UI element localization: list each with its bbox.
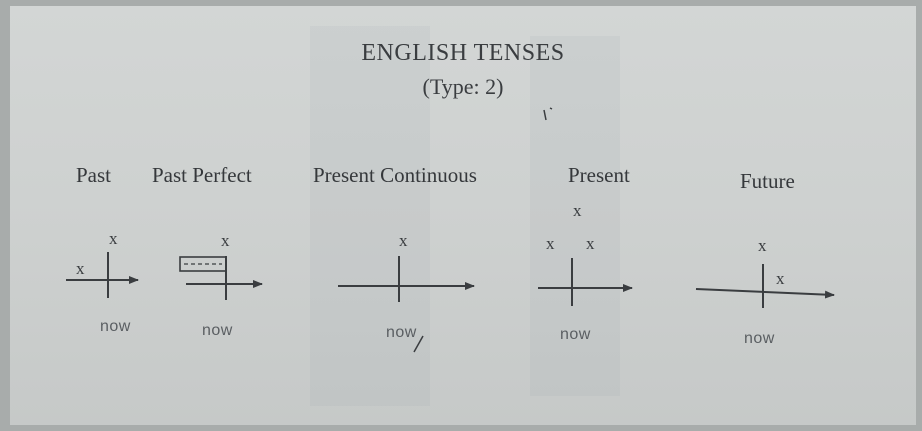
pen-scribble (543, 107, 553, 121)
tense-mark-x: x (546, 234, 555, 253)
timeline-future: x x (695, 236, 835, 308)
timeline-arrow (695, 288, 835, 299)
tense-mark-x: x (221, 231, 230, 250)
timeline-past: x x (66, 229, 139, 298)
tense-mark-x: x (776, 269, 785, 288)
now-label-present-continuous: now (386, 324, 417, 341)
tense-mark-x: x (573, 201, 582, 220)
timeline-present: x x x (538, 201, 633, 306)
document-page: ENGLISH TENSES (Type: 2) Past Past Perfe… (10, 6, 916, 425)
tense-label-past-perfect: Past Perfect (152, 163, 252, 187)
now-label-future: now (744, 330, 775, 347)
timeline-present-continuous: x (338, 231, 475, 353)
now-label-past-perfect: now (202, 322, 233, 339)
tense-mark-x: x (399, 231, 408, 250)
tense-timelines: x x x x x x x x (66, 107, 835, 353)
tense-label-future: Future (740, 169, 795, 193)
tense-label-present: Present (568, 163, 630, 187)
tense-mark-x: x (586, 234, 595, 253)
now-label-past: now (100, 318, 131, 335)
tense-label-past: Past (76, 163, 112, 187)
tense-label-present-continuous: Present Continuous (313, 163, 477, 187)
now-label-present: now (560, 326, 591, 343)
tense-mark-x: x (758, 236, 767, 255)
tense-mark-x: x (109, 229, 118, 248)
page-title: ENGLISH TENSES (361, 40, 565, 66)
page-subtitle: (Type: 2) (422, 74, 504, 99)
pen-tick-mark (413, 335, 424, 353)
timeline-past-perfect: x (179, 231, 263, 300)
tense-mark-x: x (76, 259, 85, 278)
